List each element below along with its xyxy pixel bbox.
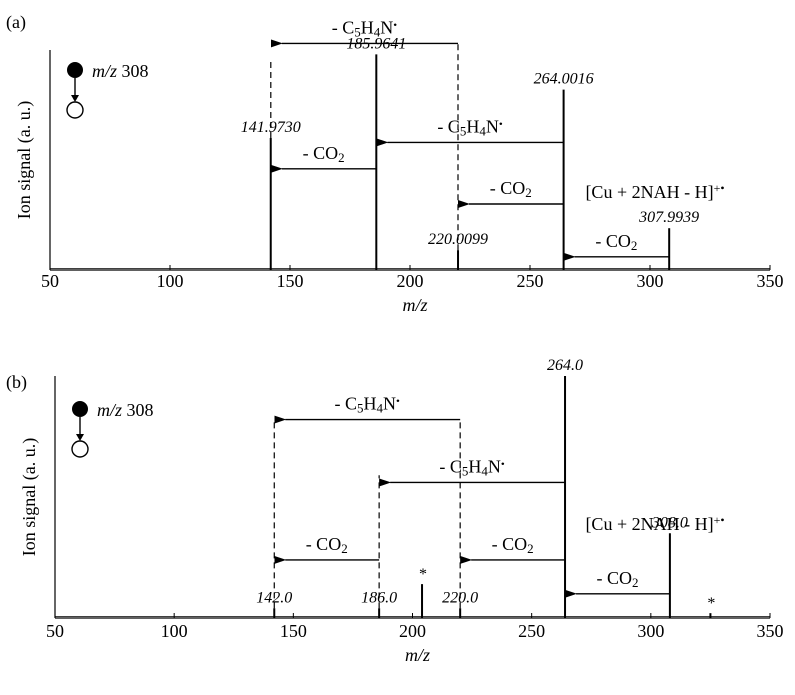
loss-label-subscript: 5 (462, 464, 469, 479)
loss-label-subscript: 4 (481, 464, 488, 479)
panel-0-precursor-label: m/z 308 (92, 61, 149, 81)
loss-label-text: - CO (306, 534, 342, 554)
panel-0-precursor-open-circle-icon (66, 101, 84, 119)
panel-1-label: (b) (6, 372, 27, 393)
panel-1-precursor-filled-circle-icon (72, 401, 88, 417)
panel-1-loss-label: - C5H4N• (335, 394, 401, 416)
panel-1-x-tick-label: 100 (161, 621, 188, 641)
loss-label-text: H (361, 17, 374, 37)
loss-label-text: H (364, 394, 377, 414)
panel-0-ion-formula: [Cu + 2NAH - H]+• (585, 181, 724, 202)
loss-label-text: N (383, 394, 396, 414)
loss-label-superscript: • (396, 396, 400, 408)
panel-1-loss-label: - CO2 (596, 568, 638, 590)
loss-label-subscript: 2 (525, 185, 532, 200)
precursor-label-value: 308 (122, 400, 154, 420)
loss-label-subscript: 2 (631, 238, 638, 253)
panel-1-y-axis-label: Ion signal (a. u.) (19, 438, 40, 556)
panel-1-peak-label: * (707, 595, 715, 612)
panel-1-x-axis-label: m/z (405, 645, 430, 665)
loss-label-text: - CO (492, 534, 528, 554)
loss-label-subscript: 4 (374, 25, 381, 40)
ion-formula-superscript: +• (714, 513, 725, 527)
panel-1-peak-label: * (419, 566, 427, 583)
loss-label-text: - C (335, 394, 358, 414)
loss-label-subscript: 2 (632, 575, 639, 590)
panel-1-peak-label: 308.0 (651, 514, 688, 531)
precursor-label-mz: m/z (97, 400, 122, 420)
loss-label-text: - C (332, 17, 355, 37)
loss-label-text: - C (439, 456, 462, 476)
panel-0-label: (a) (6, 12, 26, 33)
panel-1-precursor-label: m/z 308 (97, 400, 154, 420)
panel-1-loss-label: - C5H4N• (439, 456, 505, 478)
loss-label-text: N (380, 17, 393, 37)
panel-1-x-tick-label: 50 (46, 621, 64, 641)
panel-1-ion-formula: [Cu + 2NAH - H]+• (585, 513, 724, 534)
panel-1-x-tick-label: 350 (757, 621, 784, 641)
panel-0-loss-label: - C5H4N• (332, 17, 398, 39)
panel-1-x-tick-label: 150 (280, 621, 307, 641)
loss-label-text: H (466, 116, 479, 136)
panel-1-precursor-arrowhead-icon (76, 434, 84, 441)
panel-1-x-tick-label: 200 (399, 621, 426, 641)
loss-label-subscript: 2 (341, 541, 348, 556)
panel-0-x-tick-label: 300 (637, 271, 664, 291)
precursor-label-mz: m/z (92, 61, 117, 81)
loss-label-subscript: 5 (357, 401, 364, 416)
loss-label-text: - C (437, 116, 460, 136)
ion-formula-text: [Cu + 2NAH - H] (585, 514, 713, 534)
loss-label-text: - CO (303, 143, 339, 163)
ion-formula-text: [Cu + 2NAH - H] (585, 182, 713, 202)
loss-label-subscript: 5 (460, 124, 467, 139)
loss-label-subscript: 2 (338, 150, 345, 165)
loss-label-subscript: 4 (377, 401, 384, 416)
panel-0-x-tick-label: 50 (41, 271, 59, 291)
loss-label-subscript: 4 (479, 124, 486, 139)
loss-label-subscript: 5 (354, 25, 361, 40)
panel-1-precursor-open-circle-icon (71, 440, 89, 458)
panel-0-x-tick-label: 250 (517, 271, 544, 291)
panel-0-x-tick-label: 350 (757, 271, 784, 291)
panel-0-x-tick-label: 100 (157, 271, 184, 291)
panel-0-precursor-filled-circle-icon (67, 62, 83, 78)
ion-formula-superscript: +• (714, 181, 725, 195)
panel-1-x-tick-label: 250 (518, 621, 545, 641)
loss-label-superscript: • (393, 19, 397, 31)
panel-1-x-tick-label: 300 (637, 621, 664, 641)
precursor-label-value: 308 (117, 61, 149, 81)
panel-1-peak-label: 264.0 (547, 357, 583, 374)
panel-0-x-tick-label: 200 (397, 271, 424, 291)
loss-label-text: N (486, 116, 499, 136)
loss-label-text: H (468, 456, 481, 476)
panel-1-loss-label: - CO2 (306, 534, 348, 556)
loss-label-superscript: • (501, 459, 505, 471)
panel-1-loss-label: - CO2 (492, 534, 534, 556)
panel-0-loss-label: - C5H4N• (437, 116, 503, 138)
loss-label-superscript: • (499, 118, 503, 130)
panel-0-loss-label: - CO2 (595, 231, 637, 253)
panel-0-loss-label: - CO2 (303, 143, 345, 165)
loss-label-text: - CO (595, 231, 631, 251)
loss-label-subscript: 2 (527, 541, 534, 556)
loss-label-text: - CO (596, 568, 632, 588)
panel-0-precursor-arrowhead-icon (71, 95, 79, 102)
panel-0-x-tick-label: 150 (277, 271, 304, 291)
panel-0-loss-label: - CO2 (490, 178, 532, 200)
loss-label-text: - CO (490, 178, 526, 198)
panel-0-peak-label: 307.9939 (638, 209, 699, 226)
loss-label-text: N (488, 456, 501, 476)
panel-0-y-axis-label: Ion signal (a. u.) (14, 101, 35, 219)
panel-0-peak-label: 264.0016 (534, 71, 594, 88)
panel-0-x-axis-label: m/z (402, 295, 427, 315)
